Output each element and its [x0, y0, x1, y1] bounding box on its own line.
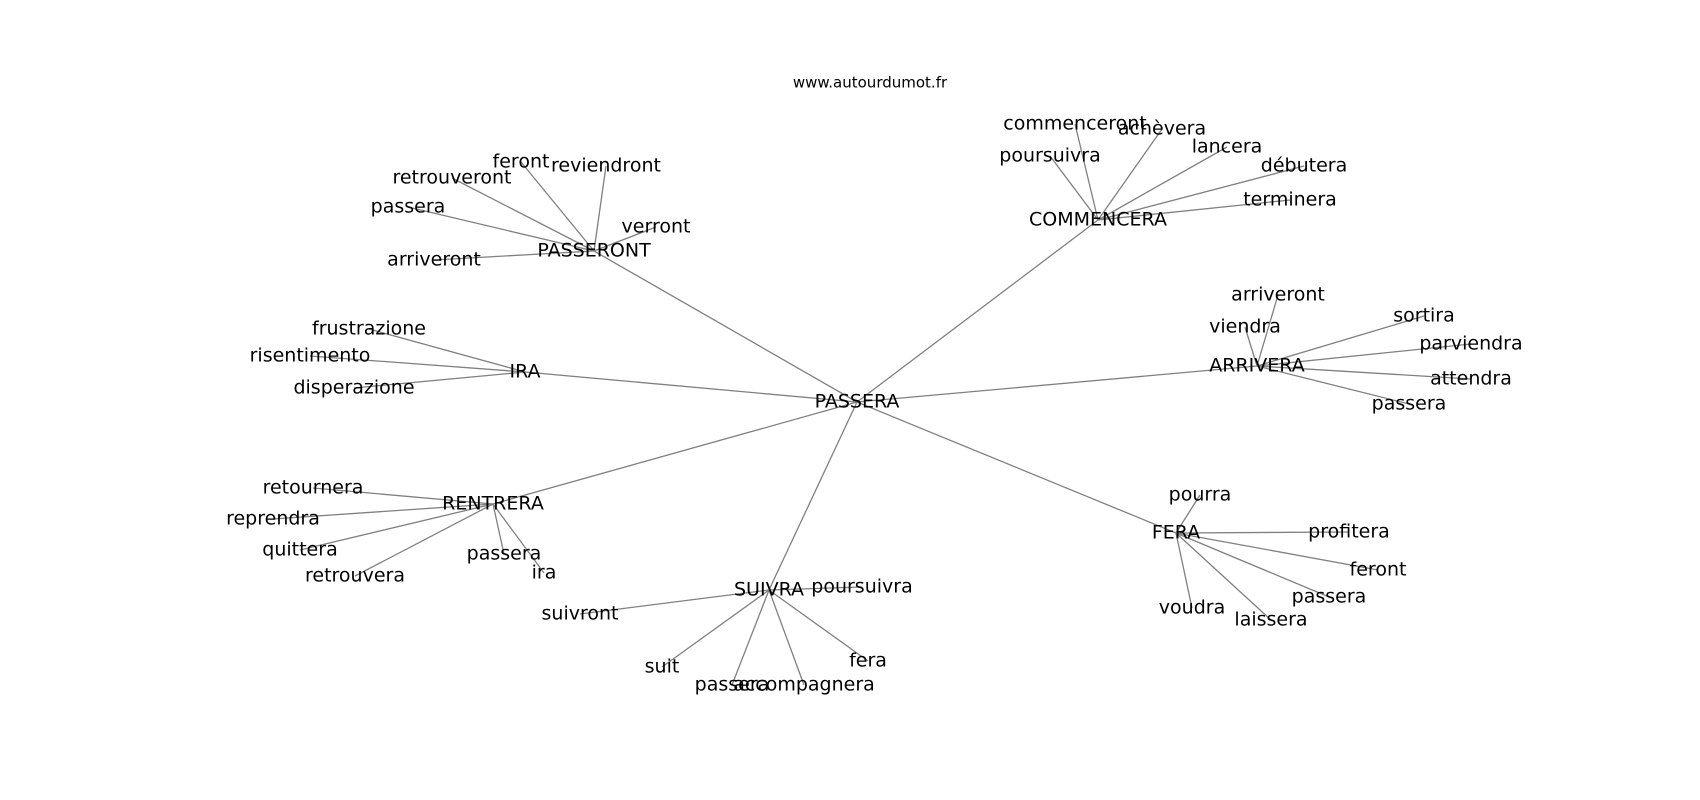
group-node-label: SUIVRA: [734, 579, 804, 601]
word-node-label: pourra: [1169, 484, 1232, 506]
word-node-label: voudra: [1159, 597, 1225, 619]
group-node-label: RENTRERA: [442, 493, 544, 515]
edge-group-to-word: [1256, 343, 1472, 367]
word-node-label: poursuivra: [999, 145, 1100, 167]
edge-group-to-word: [492, 503, 505, 555]
word-node-label: profitera: [1308, 521, 1390, 543]
group-node-label: FERA: [1152, 522, 1200, 544]
word-node-label: suit: [645, 656, 680, 678]
edge-group-to-word: [1256, 365, 1472, 380]
graph-edges: [272, 123, 1472, 686]
edge-center-to-group: [492, 401, 858, 505]
edge-group-to-word: [312, 487, 494, 505]
word-node-label: feront: [1350, 559, 1407, 581]
edge-center-to-group: [593, 250, 858, 403]
edge-group-to-word: [520, 161, 595, 252]
edge-center-to-group: [768, 401, 858, 591]
edge-group-to-word: [661, 589, 770, 668]
word-node-label: fera: [849, 650, 887, 672]
edge-group-to-word: [768, 589, 805, 686]
group-node-label: ARRIVERA: [1209, 355, 1304, 377]
edge-center-to-group: [524, 371, 858, 403]
word-node-label: passera: [1292, 586, 1367, 608]
edge-group-to-word: [1256, 315, 1425, 367]
edge-group-to-word: [354, 503, 494, 577]
edge-group-to-word: [407, 206, 595, 252]
word-node-label: commenceront: [1003, 113, 1146, 135]
word-node-label: passera: [371, 196, 446, 218]
word-node-label: ira: [532, 562, 557, 584]
edge-group-to-word: [1097, 199, 1291, 221]
word-node-label: reprendra: [226, 508, 320, 530]
edge-center-to-group: [856, 401, 1177, 534]
word-node-label: frustrazione: [312, 318, 426, 340]
site-label: www.autourdumot.fr: [793, 74, 948, 92]
word-node-label: passera: [1372, 393, 1447, 415]
edge-group-to-word: [1049, 155, 1099, 221]
edge-group-to-word: [368, 328, 526, 373]
edge-group-to-word: [1256, 294, 1279, 367]
edge-group-to-word: [1256, 365, 1410, 405]
word-node-label: débutera: [1261, 155, 1347, 177]
word-node-label: parviendra: [1419, 333, 1522, 355]
word-node-label: viendra: [1209, 316, 1281, 338]
graph-labels: www.autourdumot.fr PASSERA PASSERONT feron…: [226, 74, 1523, 696]
edge-group-to-word: [1175, 494, 1201, 534]
edge-group-to-word: [593, 165, 607, 252]
word-node-label: retournera: [263, 477, 364, 499]
edge-center-to-group: [856, 219, 1099, 403]
word-node-label: attendra: [1430, 368, 1512, 390]
group-node-label: PASSERONT: [537, 240, 651, 262]
word-node-label: terminera: [1243, 189, 1337, 211]
edge-group-to-word: [492, 503, 545, 574]
edge-group-to-word: [1175, 532, 1330, 598]
word-node-label: sortira: [1393, 305, 1455, 327]
edge-group-to-word: [309, 355, 526, 373]
edge-group-to-word: [1074, 123, 1099, 221]
word-node-label: arriveront: [387, 249, 481, 271]
edge-group-to-word: [1097, 128, 1163, 221]
center-node-label: PASSERA: [815, 391, 900, 413]
word-node-label: risentimento: [250, 345, 371, 367]
word-node-label: reviendront: [551, 155, 661, 177]
word-node-label: suivront: [542, 603, 619, 625]
edge-group-to-word: [579, 589, 770, 615]
word-node-label: laissera: [1234, 609, 1307, 631]
word-node-label: quittera: [262, 539, 337, 561]
group-node-label: COMMENCERA: [1029, 209, 1167, 231]
edge-group-to-word: [768, 589, 869, 662]
edge-group-to-word: [433, 250, 595, 261]
edge-group-to-word: [1175, 532, 1379, 571]
edge-group-to-word: [731, 589, 770, 686]
word-node-label: retrouveront: [392, 167, 511, 189]
word-node-label: arriveront: [1231, 284, 1325, 306]
word-node-label: poursuivra: [811, 576, 912, 598]
word-node-label: verront: [622, 216, 691, 238]
word-node-label: feront: [493, 151, 550, 173]
word-node-label: passera: [695, 674, 770, 696]
word-node-label: accompagnera: [733, 674, 875, 696]
edge-group-to-word: [299, 503, 494, 551]
edge-group-to-word: [1175, 532, 1272, 621]
word-node-label: passera: [467, 543, 542, 565]
word-node-label: disperazione: [293, 377, 414, 399]
edge-group-to-word: [593, 226, 657, 252]
edge-group-to-word: [353, 371, 526, 389]
edge-group-to-word: [1097, 146, 1228, 221]
edge-group-to-word: [1244, 326, 1258, 367]
edge-group-to-word: [272, 503, 494, 520]
edge-center-to-group: [856, 365, 1258, 403]
word-node-label: retrouvera: [305, 565, 405, 587]
word-node-label: achèvera: [1118, 118, 1206, 140]
edge-group-to-word: [451, 177, 595, 252]
group-node-label: IRA: [509, 361, 540, 383]
word-node-label: lancera: [1192, 136, 1263, 158]
edge-group-to-word: [1175, 532, 1193, 609]
edge-group-to-word: [1097, 165, 1305, 221]
edge-group-to-word: [768, 586, 863, 591]
edge-group-to-word: [1175, 531, 1350, 534]
